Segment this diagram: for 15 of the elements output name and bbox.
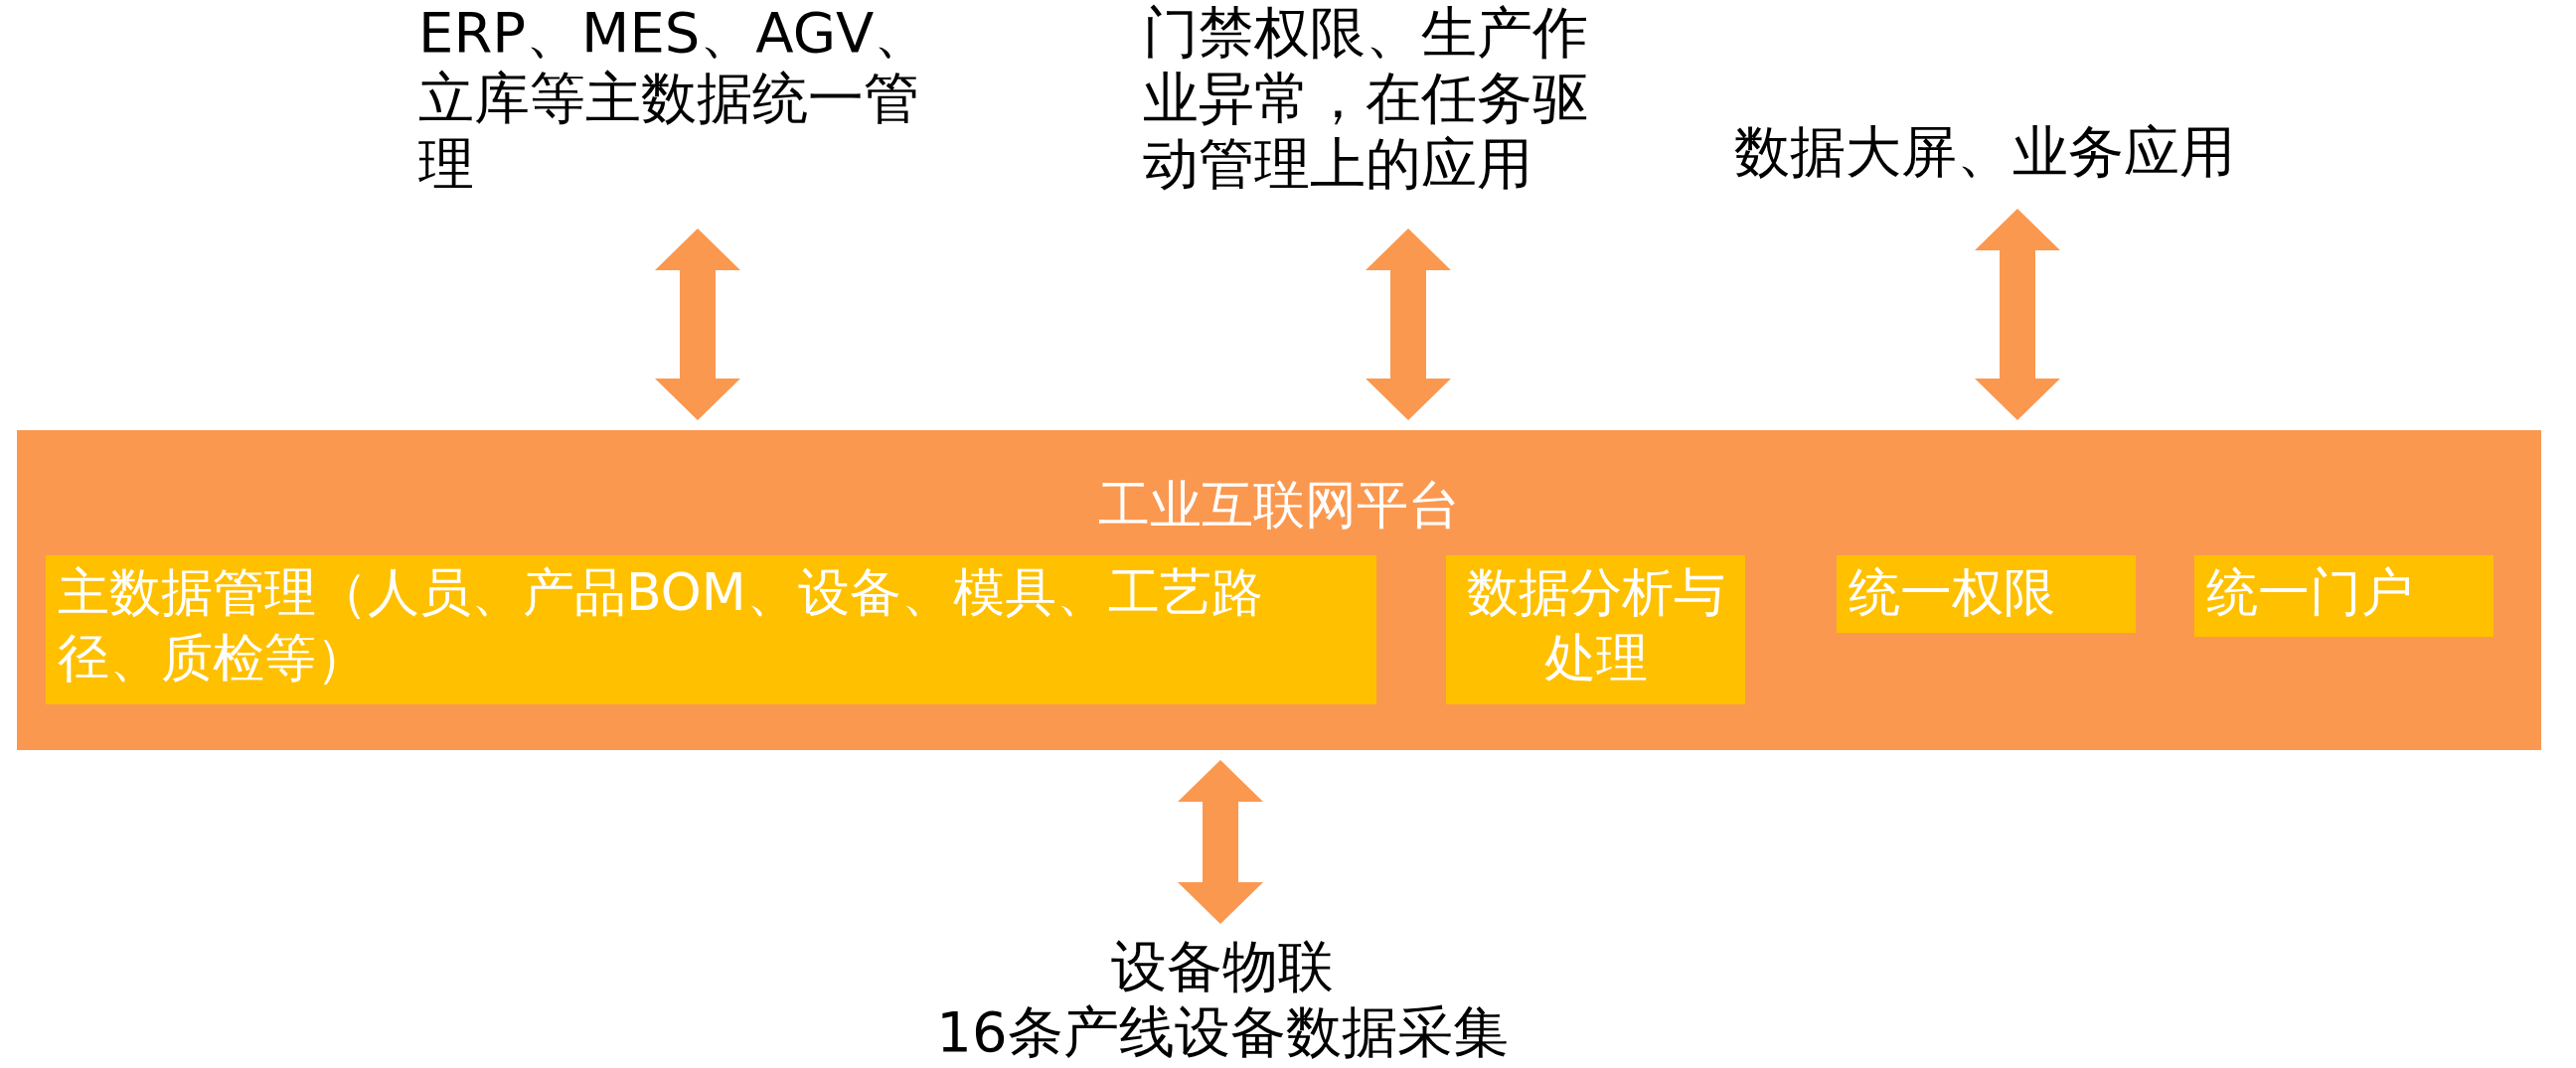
module-box: 统一权限: [1837, 555, 2136, 633]
note-text: 数据大屏、业务应用: [1734, 119, 2271, 199]
platform-band: [17, 430, 2541, 750]
double-arrow: [1366, 229, 1451, 420]
double-arrow: [1178, 760, 1263, 924]
module-box: 统一门户: [2194, 555, 2494, 637]
double-arrow: [655, 229, 740, 420]
module-box: 主数据管理（人员、产品BOM、设备、模具、工艺路径、质检等）: [46, 555, 1376, 704]
module-box: 数据分析与处理: [1446, 555, 1745, 704]
band-title: 工业互联网平台: [1098, 474, 1460, 536]
note-text: 16条产线设备数据采集: [936, 999, 1509, 1065]
note-text: ERP、MES、AGV、立库等主数据统一管理: [418, 0, 935, 219]
note-text: 门禁权限、生产作业异常，在任务驱动管理上的应用: [1143, 0, 1620, 219]
note-text: 设备物联: [1111, 934, 1334, 999]
double-arrow: [1975, 209, 2060, 420]
